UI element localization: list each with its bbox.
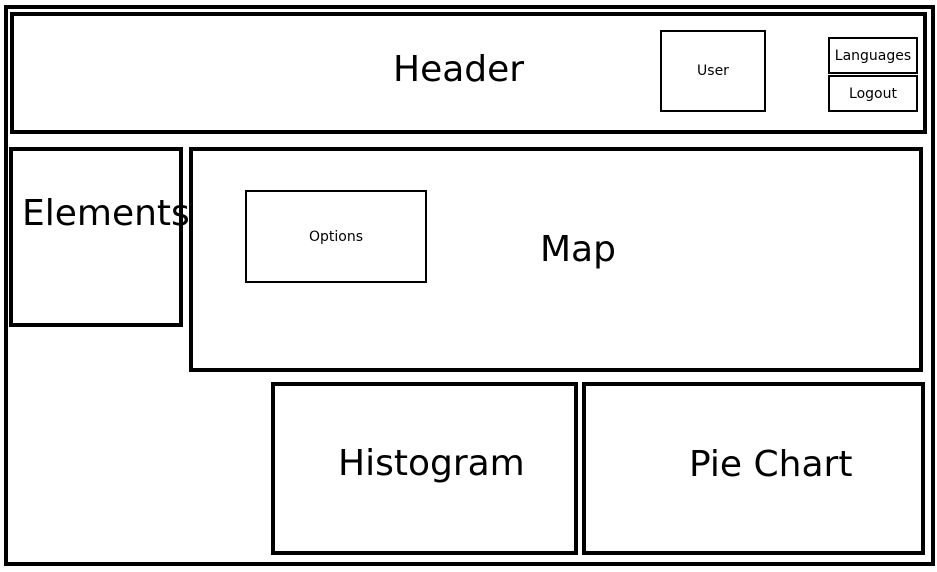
user-label: User [697,63,729,79]
header-region [10,12,927,134]
pie-chart-title: Pie Chart [689,444,853,485]
pie-chart-panel [582,382,925,555]
elements-panel [9,147,183,327]
options-label: Options [308,228,364,245]
map-title: Map [540,229,616,270]
elements-title: Elements [22,193,190,234]
logout-label: Logout [849,85,897,102]
languages-label: Languages [834,47,912,64]
languages-button[interactable]: Languages [828,37,918,74]
logout-button[interactable]: Logout [828,75,918,112]
histogram-title: Histogram [338,443,525,484]
user-box[interactable]: User [660,30,766,112]
options-box[interactable]: Options [245,190,427,283]
header-title: Header [393,49,525,90]
histogram-panel [271,382,578,555]
